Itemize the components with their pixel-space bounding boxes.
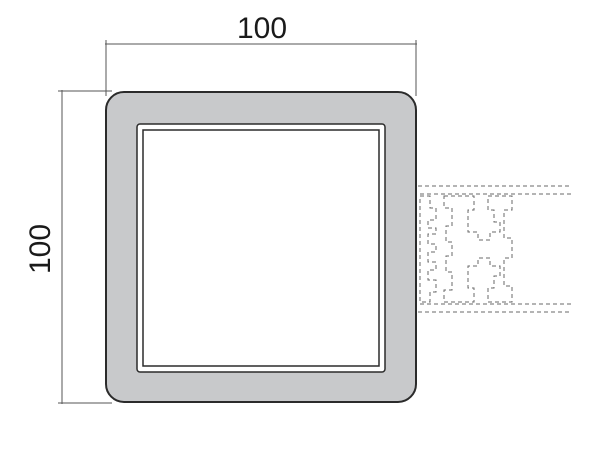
inner-opening-inner-edge — [142, 129, 380, 367]
square-frame-profile — [105, 91, 417, 403]
width-dimension-label: 100 — [237, 12, 287, 45]
width-dimension: 100 — [105, 12, 417, 96]
height-dimension-label: 100 — [24, 224, 57, 274]
height-dimension: 100 — [24, 90, 112, 404]
adjacent-profile-hidden — [418, 185, 572, 313]
hidden-i-beam-profile — [443, 195, 513, 303]
hidden-connector-slot-profile — [419, 195, 437, 303]
